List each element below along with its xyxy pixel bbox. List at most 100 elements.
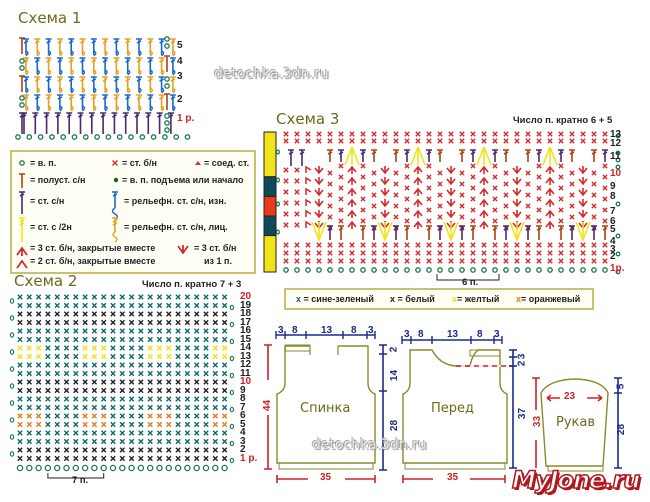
single-crochet-icon [212, 319, 218, 326]
single-crochet-icon [175, 353, 181, 360]
site-logo: MyJone.ru [511, 465, 641, 495]
sleeve-width-dimension-line [546, 394, 603, 402]
row-number: 5 [177, 40, 183, 51]
post-hook-icon [70, 105, 74, 112]
single-crochet-icon [35, 294, 42, 300]
single-crochet-icon [426, 218, 432, 224]
sc3tog-icon [347, 176, 357, 185]
single-crochet-icon [17, 438, 23, 445]
single-crochet-icon [17, 430, 23, 436]
double-crochet-icon [360, 225, 366, 240]
chain-stitch-icon [602, 267, 608, 273]
post-stitch-icon [56, 94, 63, 110]
single-crochet-icon [110, 421, 116, 428]
post-stitch-icon [113, 38, 120, 55]
post-hook-icon [104, 105, 108, 112]
post-stitch-icon [90, 38, 97, 55]
single-crochet-icon [166, 430, 172, 436]
turning-chain-icon [276, 177, 281, 183]
single-crochet-icon [63, 345, 70, 351]
double-crochet-icon [525, 225, 531, 240]
chain-stitch-icon [615, 133, 621, 139]
single-crochet-icon [503, 203, 509, 209]
chain-stitch-icon [82, 134, 89, 140]
single-crochet-icon [360, 131, 366, 137]
double-crochet-icon [459, 149, 465, 162]
single-crochet-icon [503, 214, 509, 220]
single-crochet-icon [221, 328, 228, 334]
sc3-in-1-icon [446, 199, 456, 208]
chain-stitch-icon [327, 267, 333, 273]
single-crochet-icon [194, 353, 200, 360]
single-crochet-icon [128, 455, 135, 462]
single-crochet-icon [404, 185, 410, 191]
post-hook-icon [138, 87, 142, 94]
single-crochet-icon [194, 345, 200, 351]
chain-stitch-icon [404, 267, 410, 273]
color-bar-segment [263, 235, 277, 273]
single-crochet-icon [448, 131, 454, 137]
chain-stitch-icon [202, 464, 210, 472]
single-crochet-icon [569, 181, 575, 187]
post-hook-icon [36, 69, 40, 76]
single-crochet-icon [166, 438, 172, 445]
turning-chain-icon [9, 400, 15, 406]
single-crochet-icon [514, 250, 520, 256]
single-crochet-icon [138, 302, 144, 309]
post-stitch-icon [34, 76, 41, 92]
watermark-bottom: detochka.3dn.ru [312, 437, 427, 453]
double-crochet-icon [503, 225, 509, 240]
single-crochet-icon [54, 336, 60, 343]
single-crochet-icon [147, 302, 153, 309]
single-crochet-icon [184, 413, 191, 419]
front-outline [402, 349, 508, 464]
single-crochet-icon [602, 218, 608, 224]
single-crochet-icon [166, 379, 172, 385]
chain-stitch-icon [19, 95, 25, 101]
chain-stitch-icon [37, 134, 44, 140]
single-crochet-icon [371, 138, 377, 144]
post-hook-icon [115, 87, 120, 94]
post-hook-icon [127, 50, 131, 57]
single-crochet-icon [91, 379, 98, 385]
single-crochet-icon [17, 336, 23, 343]
single-crochet-icon [35, 302, 42, 309]
single-crochet-icon [175, 438, 181, 445]
chain-stitch-icon [360, 267, 366, 273]
single-crochet-icon [175, 421, 181, 428]
post-stitch-icon [45, 76, 52, 92]
single-crochet-icon [73, 455, 79, 462]
single-crochet-icon [503, 258, 509, 264]
chain-stitch-icon [615, 201, 621, 207]
sc2tog-icon [305, 198, 312, 206]
single-crochet-icon [569, 258, 575, 264]
row-number: 8 [610, 191, 616, 202]
single-crochet-icon [166, 328, 172, 334]
single-crochet-icon [82, 387, 88, 394]
post-hook-icon [93, 105, 97, 112]
single-crochet-icon [426, 163, 432, 169]
row-number: 1 р. [177, 113, 195, 124]
back-dim-height: 44 [262, 399, 274, 412]
single-crochet-icon [194, 455, 200, 462]
single-crochet-icon [558, 258, 564, 264]
sc3tog-icon [545, 165, 555, 174]
single-crochet-icon [371, 258, 377, 264]
single-crochet-icon [17, 404, 23, 411]
single-crochet-icon [26, 370, 32, 377]
post-stitch-icon [158, 38, 165, 55]
single-crochet-icon [101, 413, 107, 419]
single-crochet-icon [184, 353, 191, 360]
single-crochet-icon [481, 131, 487, 137]
single-crochet-icon [184, 421, 191, 428]
single-crochet-icon [602, 258, 608, 264]
sc3tog-icon [347, 187, 357, 196]
single-crochet-icon [35, 430, 42, 436]
single-crochet-icon [35, 362, 42, 368]
chain-stitch-icon [426, 267, 432, 273]
single-crochet-icon [175, 362, 181, 368]
single-crochet-icon [119, 421, 125, 428]
single-crochet-icon [156, 413, 163, 419]
back-width-dimension-line [276, 475, 376, 483]
front-dim-top-2: 8 [418, 329, 424, 340]
